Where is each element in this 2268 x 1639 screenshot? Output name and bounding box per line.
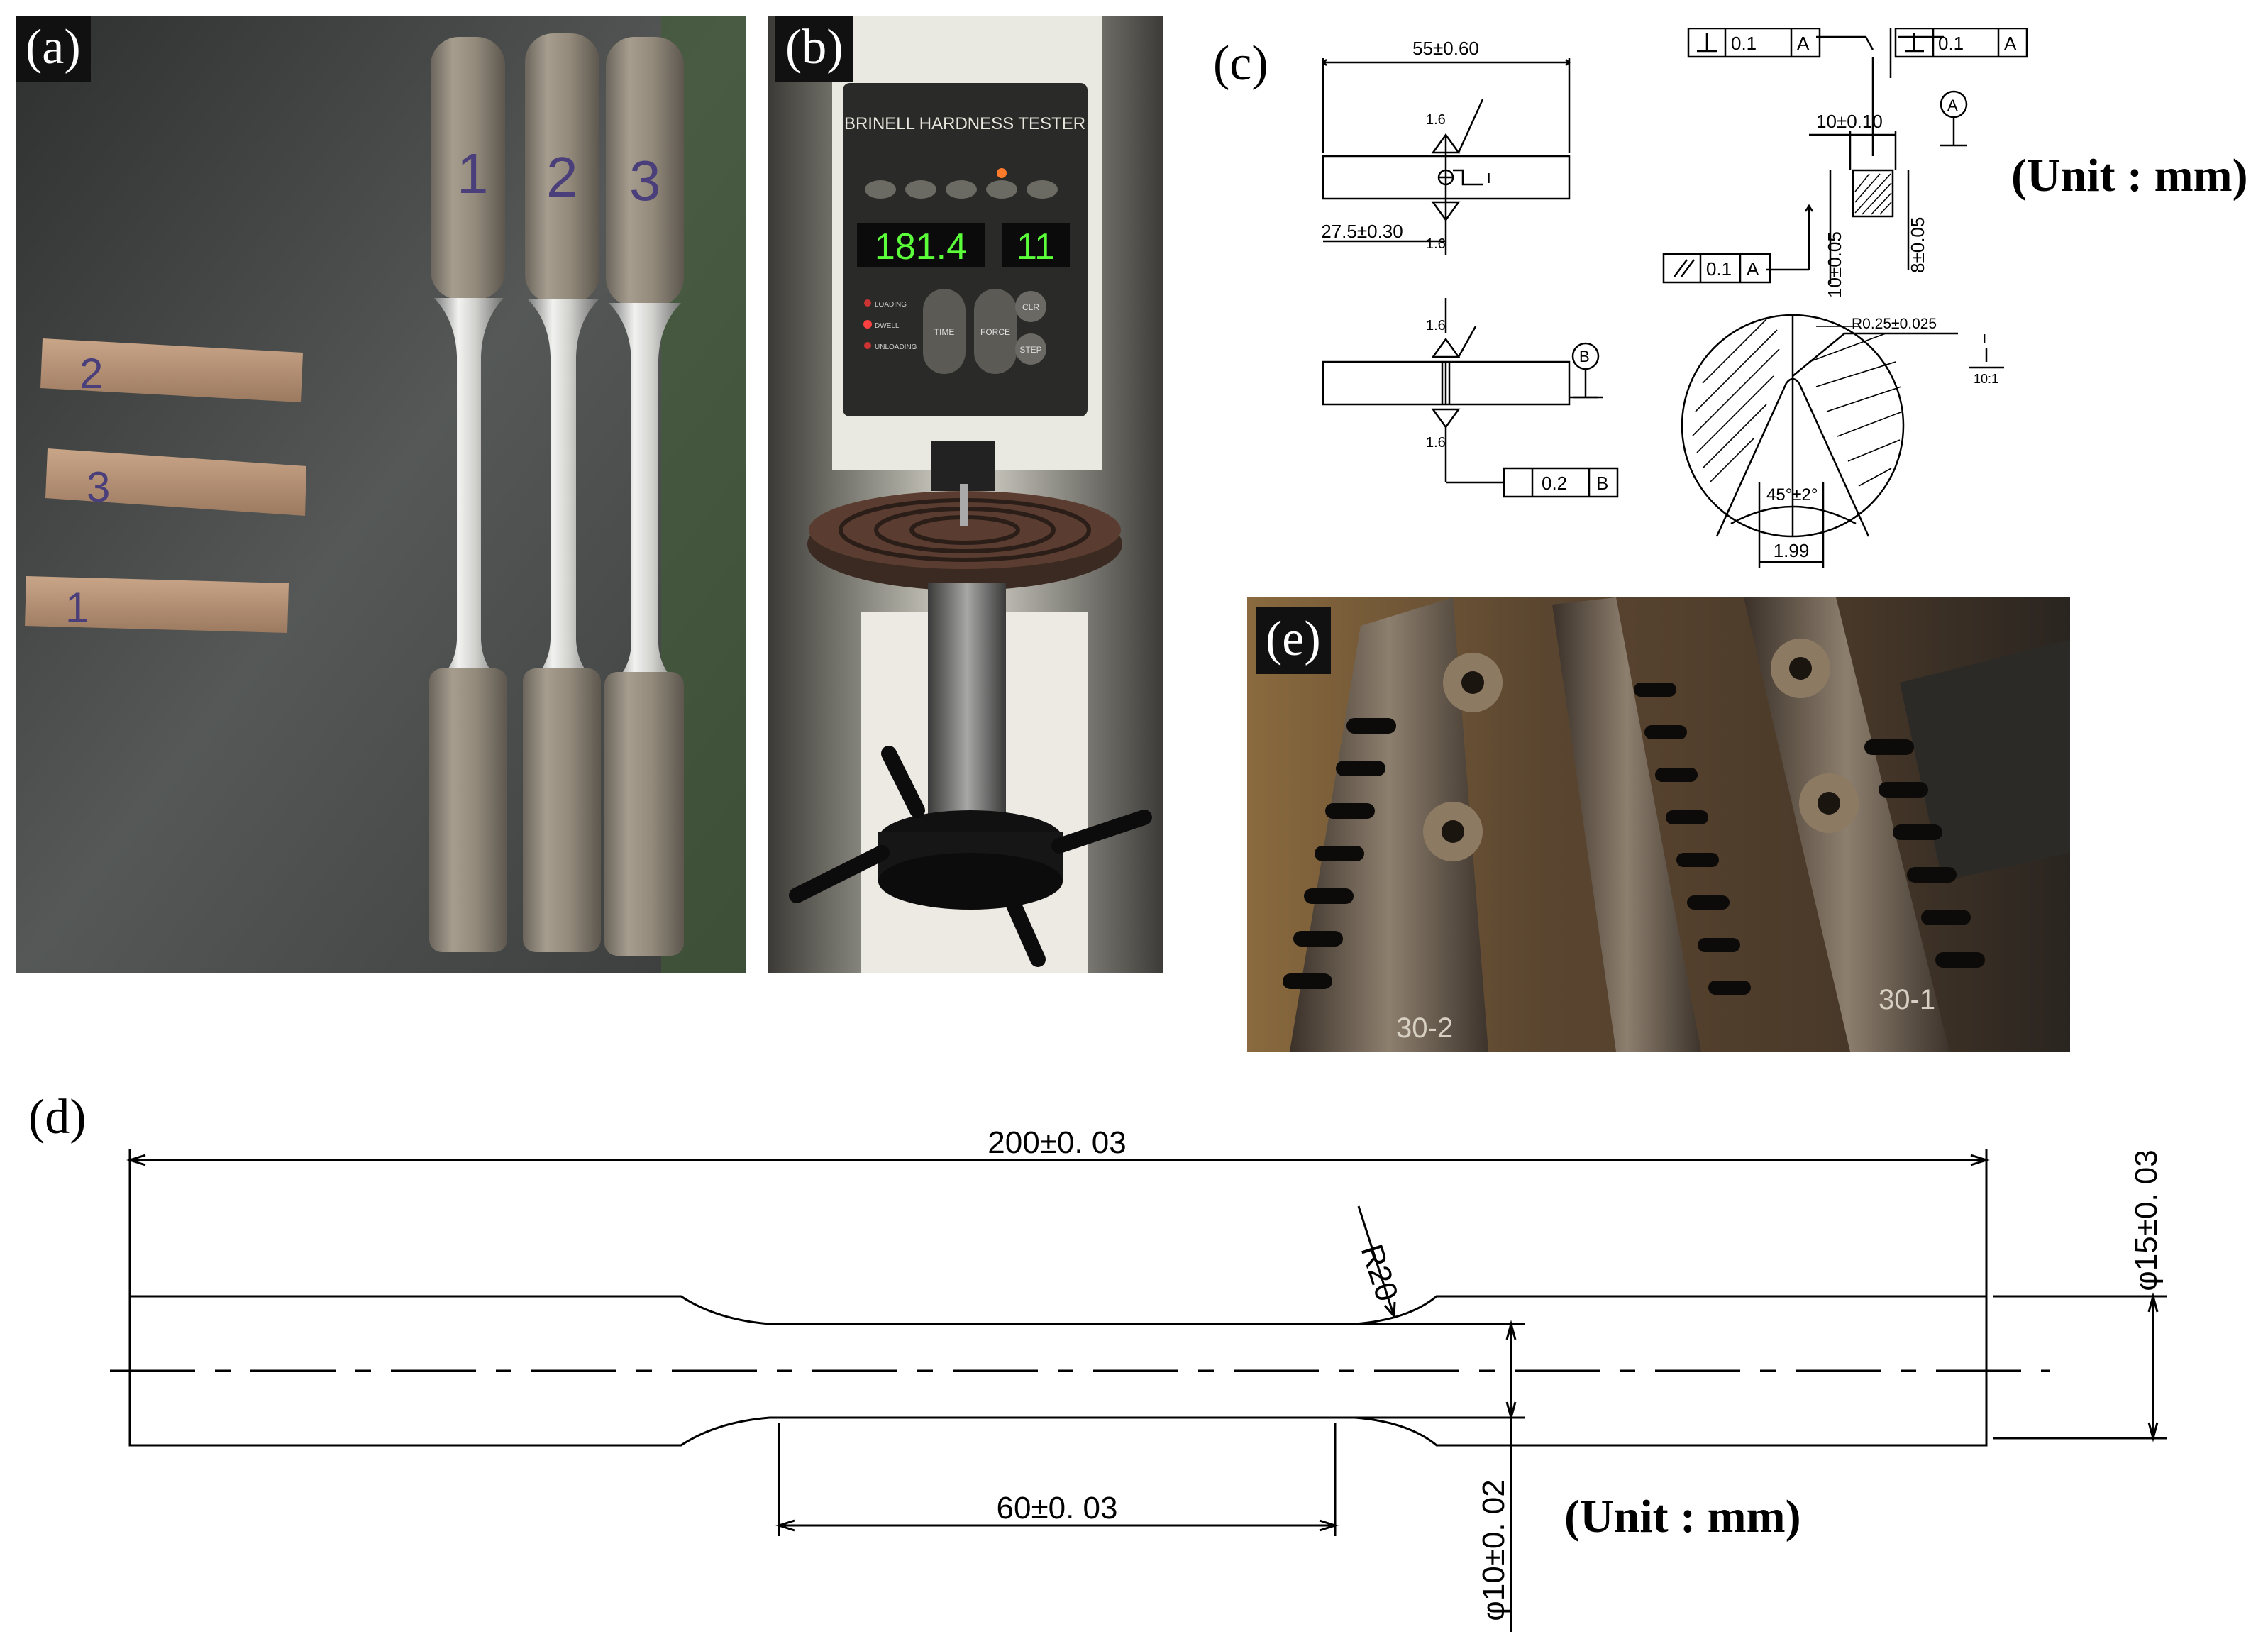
svg-text:DWELL: DWELL <box>875 322 900 330</box>
specimen-number-1: 1 <box>457 142 489 205</box>
tol-parallel: 0.1 <box>1706 258 1732 280</box>
castings-photo-drawing: 30-2 30-1 <box>1247 597 2070 1052</box>
panel-b-label: (b) <box>775 16 853 82</box>
tester-title: BRINELL HARDNESS TESTER <box>844 114 1085 133</box>
fillet-radius-dim: R20 <box>1354 1240 1405 1306</box>
datum-b-symbol: B <box>1579 348 1590 365</box>
secondary-reading: 11 <box>1017 226 1055 267</box>
tol-perp-b-datum: B <box>1596 473 1608 494</box>
tol-parallel-datum: A <box>1747 258 1759 280</box>
impact-bar-bottom: 1 <box>25 576 289 633</box>
tol-perp-a-right: 0.1 <box>1938 33 1964 54</box>
step-button[interactable] <box>1015 333 1046 365</box>
panel-c-label: (c) <box>1213 36 1268 91</box>
length-dim: 55±0.60 <box>1412 38 1479 59</box>
datum-a-symbol: A <box>1947 96 1958 114</box>
svg-text:2: 2 <box>79 350 103 397</box>
notch-angle: 45°±2° <box>1766 485 1818 504</box>
roughness-1: 1.6 <box>1426 112 1446 128</box>
specimen-number-2: 2 <box>546 145 578 209</box>
svg-text:STEP: STEP <box>1019 345 1041 355</box>
gauge-diameter-dim: φ10±0. 02 <box>1476 1479 1511 1621</box>
clr-button[interactable] <box>1015 291 1046 322</box>
grip-diameter-dim: φ15±0. 03 <box>2129 1149 2164 1291</box>
panel-e-label: (e) <box>1256 607 1331 674</box>
svg-text:1: 1 <box>65 584 89 631</box>
overall-length-dim: 200±0. 03 <box>988 1125 1126 1160</box>
tol-perp-b: 0.2 <box>1542 473 1567 494</box>
panel-c-unit: (Unit : mm) <box>2011 150 2248 202</box>
notch-radius: R0.25±0.025 <box>1852 316 1937 332</box>
specimen-2 <box>523 33 601 952</box>
panel-c-charpy-drawing: 55±0.60 27.5±0.30 1.6 1.6 1.6 1.6 I 0.1 … <box>1321 28 2028 568</box>
hardness-tester-drawing: BRINELL HARDNESS TESTER 181.4 11 LOADING… <box>768 16 1163 973</box>
half-length-dim: 27.5±0.30 <box>1321 221 1403 242</box>
detail-label: I <box>1983 332 1986 346</box>
main-reading: 181.4 <box>875 226 967 267</box>
svg-text:TIME: TIME <box>934 327 955 337</box>
panel-d-unit: (Unit : mm) <box>1564 1491 1801 1543</box>
tol-perp-a-right-datum: A <box>2004 33 2017 54</box>
time-button-group[interactable] <box>923 289 966 374</box>
specimens-photo-drawing: 1 2 3 2 3 1 <box>16 16 746 973</box>
height-left-dim: 10±0.05 <box>1824 231 1845 298</box>
impact-bar-top: 2 <box>40 338 303 402</box>
panel-b-hardness-tester-photo: BRINELL HARDNESS TESTER 181.4 11 LOADING… <box>768 16 1163 973</box>
height-right-dim: 8±0.05 <box>1907 217 1928 273</box>
roughness-4: 1.6 <box>1426 435 1446 451</box>
notch-depth: 1.99 <box>1774 540 1810 561</box>
svg-text:3: 3 <box>87 463 110 511</box>
tol-perp-a-left: 0.1 <box>1731 33 1757 54</box>
tol-perp-a-left-datum: A <box>1797 33 1810 54</box>
specimen-1 <box>429 37 507 952</box>
width-dim: 10±0.10 <box>1816 111 1883 132</box>
gauge-length-dim: 60±0. 03 <box>997 1491 1118 1525</box>
part-mark-30-2: 30-2 <box>1396 1012 1453 1044</box>
secondary-display <box>1002 223 1070 267</box>
panel-e-castings-photo: 30-2 30-1 (e) <box>1247 597 2070 1052</box>
specimen-3 <box>604 37 684 956</box>
impact-bar-middle: 3 <box>45 448 306 516</box>
force-button-group[interactable] <box>974 289 1017 374</box>
specimen-number-3: 3 <box>629 149 661 212</box>
roughness-3: 1.6 <box>1426 318 1446 333</box>
main-display <box>857 223 985 267</box>
lead-screw <box>928 583 1006 824</box>
detail-scale: 10:1 <box>1974 372 1998 386</box>
svg-text:CLR: CLR <box>1022 302 1039 312</box>
section-mark: I <box>1487 171 1491 187</box>
part-mark-30-1: 30-1 <box>1879 984 1935 1015</box>
panel-a-label: (a) <box>16 16 91 82</box>
roughness-2: 1.6 <box>1426 236 1446 252</box>
svg-text:LOADING: LOADING <box>875 301 907 309</box>
svg-text:UNLOADING: UNLOADING <box>875 343 917 351</box>
svg-text:FORCE: FORCE <box>980 327 1010 337</box>
panel-d-label: (d) <box>28 1090 87 1144</box>
panel-a-specimens-photo: 1 2 3 2 3 1 (a) <box>16 16 746 973</box>
